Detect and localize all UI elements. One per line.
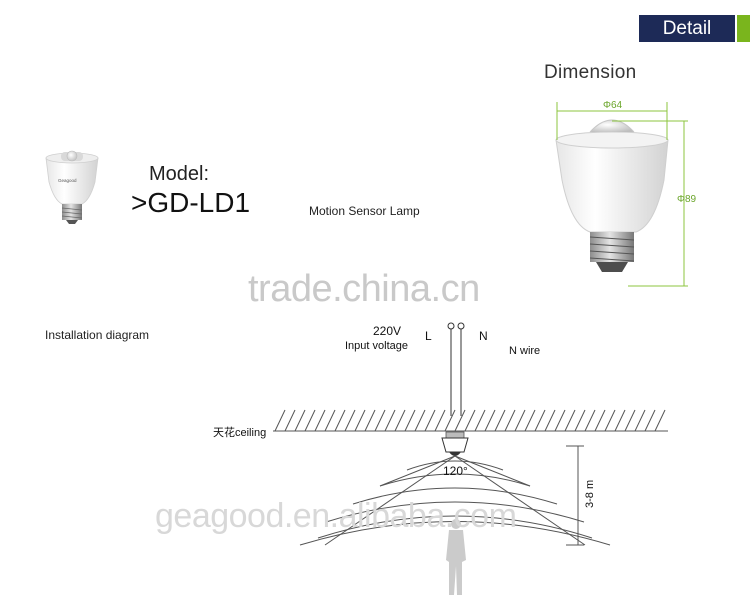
detection-zone bbox=[299, 455, 611, 546]
detail-accent-bar bbox=[737, 15, 750, 42]
hatch-line bbox=[414, 409, 426, 432]
hatch-line bbox=[434, 409, 446, 432]
hatch-line bbox=[554, 409, 566, 432]
hatch-line bbox=[294, 409, 306, 432]
hatch-line bbox=[514, 409, 526, 432]
watermark-geagood: geagood.en.alibaba.com bbox=[155, 497, 517, 535]
hatch-line bbox=[654, 409, 666, 432]
neutral-wire-caption: N wire bbox=[509, 345, 541, 357]
hatch-line bbox=[464, 409, 476, 432]
hatch-line bbox=[484, 409, 496, 432]
hatch-line bbox=[544, 409, 556, 432]
hatch-line bbox=[614, 409, 626, 432]
voltage-caption: Input voltage bbox=[345, 340, 408, 352]
ceiling-label: 天花ceiling bbox=[213, 427, 267, 439]
hatch-line bbox=[594, 409, 606, 432]
hatch-line bbox=[424, 409, 436, 432]
product-name: Motion Sensor Lamp bbox=[309, 204, 420, 218]
hatch-line bbox=[304, 409, 316, 432]
height-range-bracket bbox=[566, 445, 584, 546]
hatch-line bbox=[404, 409, 416, 432]
hatch-line bbox=[394, 409, 406, 432]
watermark-trade-china: trade.china.cn bbox=[248, 268, 480, 310]
model-label: Model: bbox=[149, 163, 210, 185]
dimension-title: Dimension bbox=[544, 62, 637, 83]
ceiling-hatching bbox=[274, 409, 666, 432]
height-range-label: 3-8 m bbox=[584, 479, 596, 508]
hatch-line bbox=[474, 409, 486, 432]
neutral-wire-label: N bbox=[479, 329, 488, 343]
hatch-line bbox=[624, 409, 636, 432]
person-silhouette bbox=[446, 519, 466, 595]
hatch-line bbox=[444, 409, 456, 432]
ceiling bbox=[273, 409, 668, 432]
hatch-line bbox=[344, 409, 356, 432]
hatch-line bbox=[384, 409, 396, 432]
hatch-line bbox=[314, 409, 326, 432]
hatch-line bbox=[534, 409, 546, 432]
hatch-line bbox=[564, 409, 576, 432]
angle-label: 120° bbox=[443, 464, 468, 478]
product-bulb-image bbox=[45, 150, 99, 224]
wires bbox=[447, 322, 465, 416]
dimension-lines bbox=[556, 102, 688, 287]
hatch-line bbox=[634, 409, 646, 432]
hatch-line bbox=[324, 409, 336, 432]
live-wire-label: L bbox=[425, 329, 432, 343]
hatch-line bbox=[494, 409, 506, 432]
hatch-line bbox=[604, 409, 616, 432]
hatch-line bbox=[274, 409, 286, 432]
hatch-line bbox=[454, 409, 466, 432]
bulb-brand-text: Geagood bbox=[58, 178, 77, 183]
model-value: >GD-LD1 bbox=[131, 187, 251, 218]
hatch-line bbox=[364, 409, 376, 432]
hatch-line bbox=[524, 409, 536, 432]
hatch-line bbox=[354, 409, 366, 432]
diameter-label: Φ64 bbox=[603, 100, 623, 111]
voltage-label: 220V bbox=[373, 324, 402, 338]
hatch-line bbox=[334, 409, 346, 432]
hatch-line bbox=[584, 409, 596, 432]
detail-tab: Detail bbox=[639, 15, 735, 42]
hatch-line bbox=[574, 409, 586, 432]
hatch-line bbox=[644, 409, 656, 432]
height-label: Φ89 bbox=[677, 194, 697, 205]
hatch-line bbox=[284, 409, 296, 432]
dimension-bulb-image bbox=[555, 119, 669, 272]
installation-title: Installation diagram bbox=[45, 328, 150, 342]
hatch-line bbox=[374, 409, 386, 432]
hatch-line bbox=[504, 409, 516, 432]
ceiling-lamp-icon bbox=[441, 431, 469, 456]
